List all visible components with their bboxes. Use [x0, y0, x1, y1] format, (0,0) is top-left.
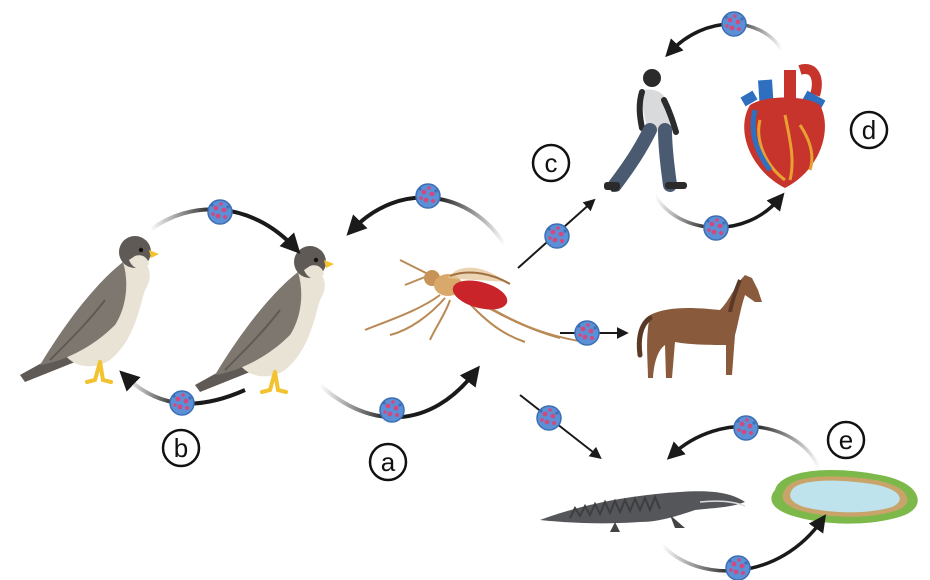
- svg-text:d: d: [862, 115, 876, 145]
- arrow-falcon-to-falcon-b: [125, 376, 245, 415]
- arrow-mosquito-to-alligator: [520, 395, 598, 456]
- pond-icon: [771, 470, 917, 524]
- falcon-left-icon: [20, 236, 159, 382]
- svg-text:b: b: [174, 433, 188, 463]
- alligator-icon: [540, 491, 745, 532]
- label-b: b: [163, 430, 199, 466]
- heart-icon: [743, 69, 825, 188]
- arrow-human-to-heart: [655, 196, 780, 240]
- arrow-alligator-to-pond: [662, 520, 822, 580]
- arrow-pond-to-alligator: [672, 416, 820, 470]
- human-icon: [604, 69, 687, 192]
- mosquito-icon: [365, 260, 585, 342]
- arrow-heart-to-human: [670, 12, 782, 52]
- arrow-falcon-to-falcon: [150, 200, 295, 248]
- label-a: a: [370, 444, 406, 480]
- arrow-falcon-to-mosquito: [320, 372, 475, 422]
- label-e: e: [828, 422, 864, 458]
- svg-text:c: c: [545, 148, 558, 178]
- svg-text:e: e: [839, 425, 853, 455]
- arrow-mosquito-to-falcon: [352, 184, 505, 245]
- svg-text:a: a: [381, 447, 396, 477]
- arrow-mosquito-to-human: [518, 202, 592, 268]
- horse-icon: [639, 275, 762, 378]
- label-c: c: [533, 145, 569, 181]
- label-d: d: [851, 112, 887, 148]
- falcon-right-icon: [195, 246, 334, 392]
- arrow-mosquito-to-horse: [560, 321, 624, 345]
